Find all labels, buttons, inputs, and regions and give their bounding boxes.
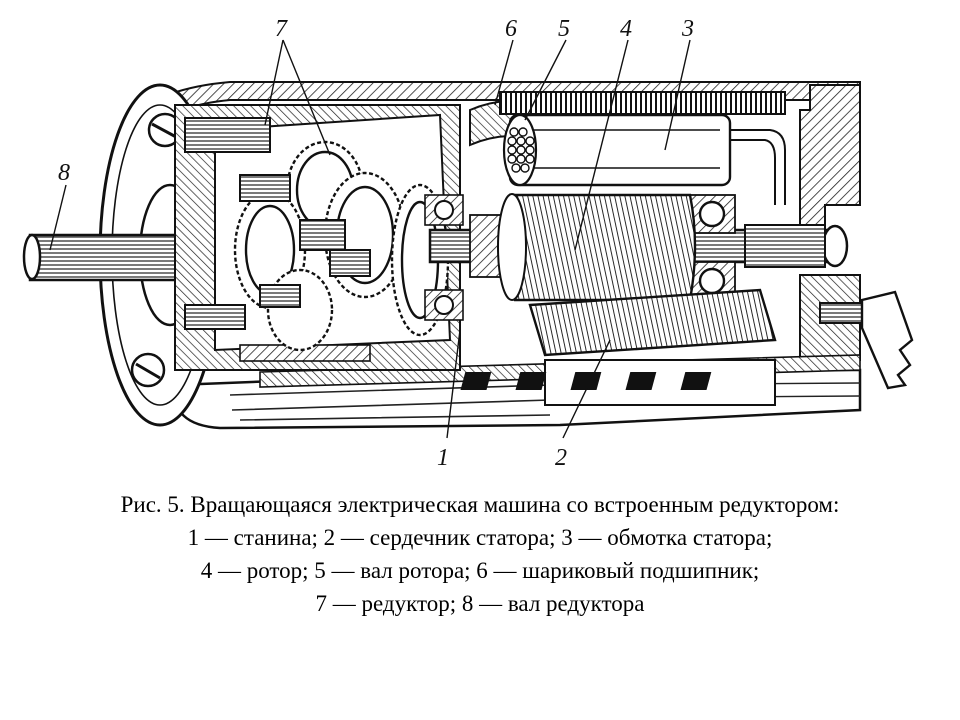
callout-1: 1 [437,445,449,471]
stator-core [499,91,786,357]
figure-caption: Рис. 5. Вращающаяся электрическая машина… [0,488,960,620]
callout-8: 8 [58,160,70,186]
caption-line-4: 7 — редуктор; 8 — вал редуктора [315,591,645,616]
rotor [497,193,697,302]
callout-2: 2 [555,445,567,471]
callout-7: 7 [275,16,288,42]
stator-winding [502,113,786,205]
motor-cutaway-drawing: 7 6 5 4 3 8 1 2 [22,16,914,471]
caption-line-2: 1 — станина; 2 — сердечник статора; 3 — … [187,525,773,550]
callout-6: 6 [505,16,517,42]
gearbox-assembly [174,104,464,371]
callout-4: 4 [620,16,632,42]
caption-line-1: Рис. 5. Вращающаяся электрическая машина… [120,492,840,517]
terminal-bolt [819,290,914,390]
caption-line-3: 4 — ротор; 5 — вал ротора; 6 — шариковый… [200,558,760,583]
callout-5: 5 [558,16,570,42]
callout-3: 3 [681,16,694,42]
callout-leaders [49,39,691,439]
